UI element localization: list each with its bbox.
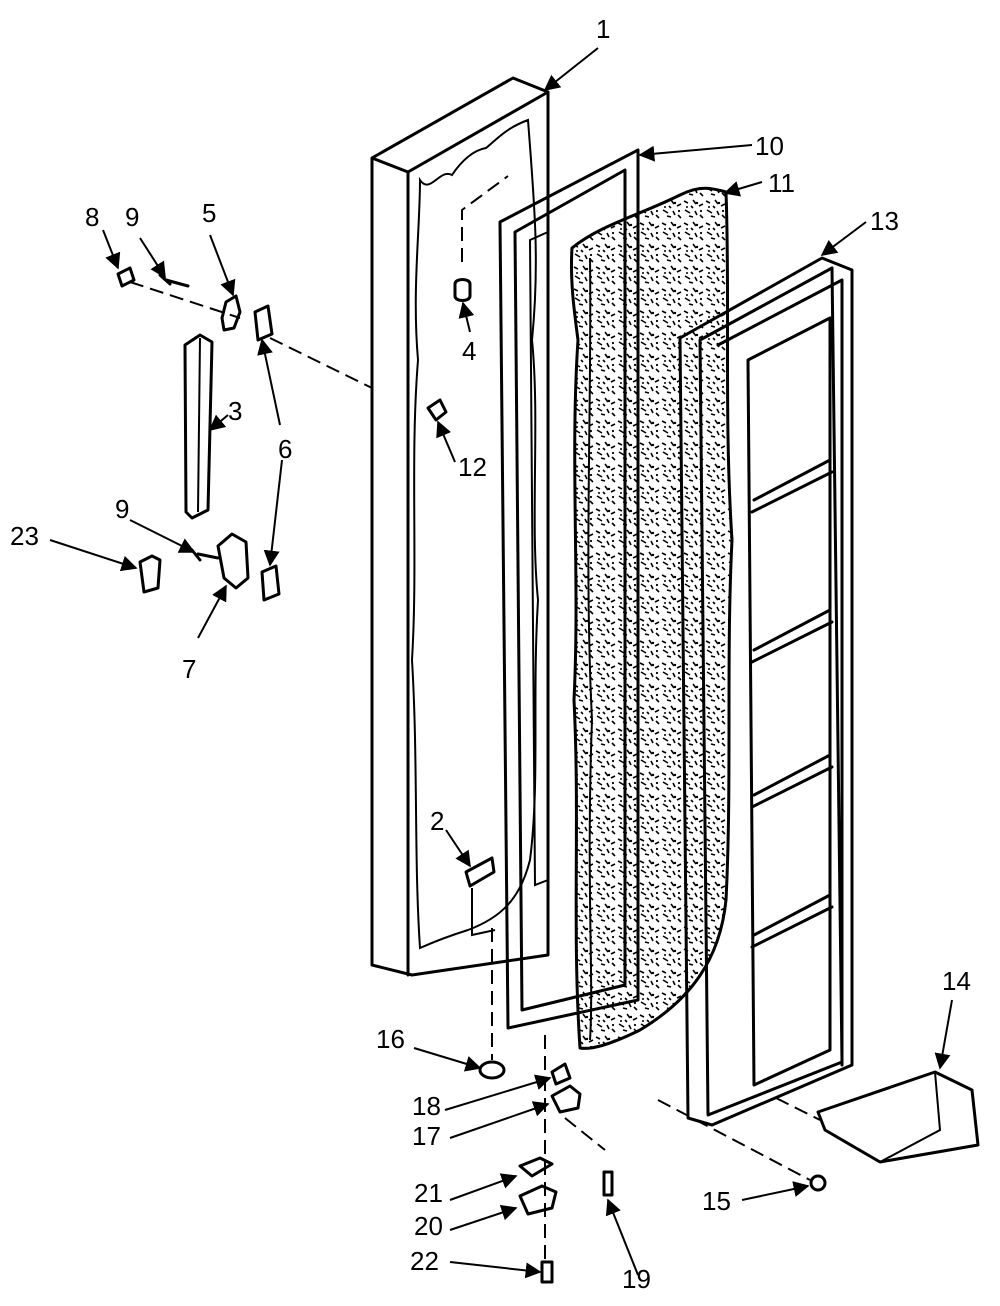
- leader-arrows: [49, 47, 953, 1279]
- callout-15: 15: [702, 1186, 731, 1216]
- callout-21: 21: [414, 1178, 443, 1208]
- door-shelf-bin: [816, 1070, 980, 1164]
- callout-9a: 9: [125, 202, 139, 232]
- callout-2: 2: [430, 806, 444, 836]
- callout-5: 5: [202, 198, 216, 228]
- callout-4: 4: [462, 336, 476, 366]
- callout-23: 23: [10, 521, 39, 551]
- callout-16: 16: [376, 1024, 405, 1054]
- callout-22: 22: [410, 1246, 439, 1276]
- outer-door-panel: [370, 76, 550, 977]
- callout-3: 3: [228, 396, 242, 426]
- inner-door-liner: [678, 256, 854, 1127]
- assembly-lines: [129, 175, 821, 1262]
- callout-1: 1: [596, 14, 610, 44]
- callout-9b: 9: [115, 494, 129, 524]
- callout-13: 13: [870, 206, 899, 236]
- callout-7: 7: [182, 654, 196, 684]
- callout-11: 11: [768, 168, 795, 198]
- callout-20: 20: [414, 1211, 443, 1241]
- callout-10: 10: [755, 131, 784, 161]
- callout-17: 17: [412, 1121, 441, 1151]
- small-parts: [116, 266, 827, 1284]
- foam-insulation: [569, 186, 734, 1050]
- callout-labels: 1 10 11 13 8 9 5 4 3 6 12 9 23 7 2 16 14…: [10, 14, 971, 1294]
- callout-18: 18: [412, 1091, 441, 1121]
- callout-6: 6: [278, 434, 292, 464]
- callout-12: 12: [458, 452, 487, 482]
- callout-14: 14: [942, 966, 971, 996]
- callout-19: 19: [622, 1264, 651, 1294]
- callout-8: 8: [85, 202, 99, 232]
